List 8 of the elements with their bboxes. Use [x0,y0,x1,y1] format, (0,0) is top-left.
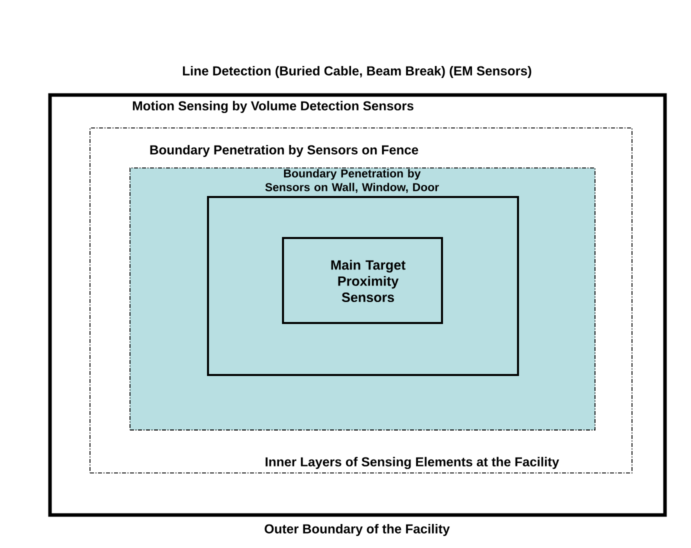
zone-label: Boundary Penetration by Sensors on Wall, Window, Door [265,169,439,193]
zone-label: Line Detection (Buried Cable, Beam Break) (EM Sensors) [182,66,532,78]
zone-caption: Outer Boundary of the Facility [264,524,450,536]
zone-label: Motion Sensing by Volume Detection Sensors [132,100,414,114]
zone-label: Main Target Proximity Sensors [331,260,406,302]
empty-box [207,196,519,376]
zone-label: Inner Layers of Sensing Elements at the Facility [266,456,560,470]
zone-label: Boundary Penetration by Sensors on Fence [150,144,418,158]
